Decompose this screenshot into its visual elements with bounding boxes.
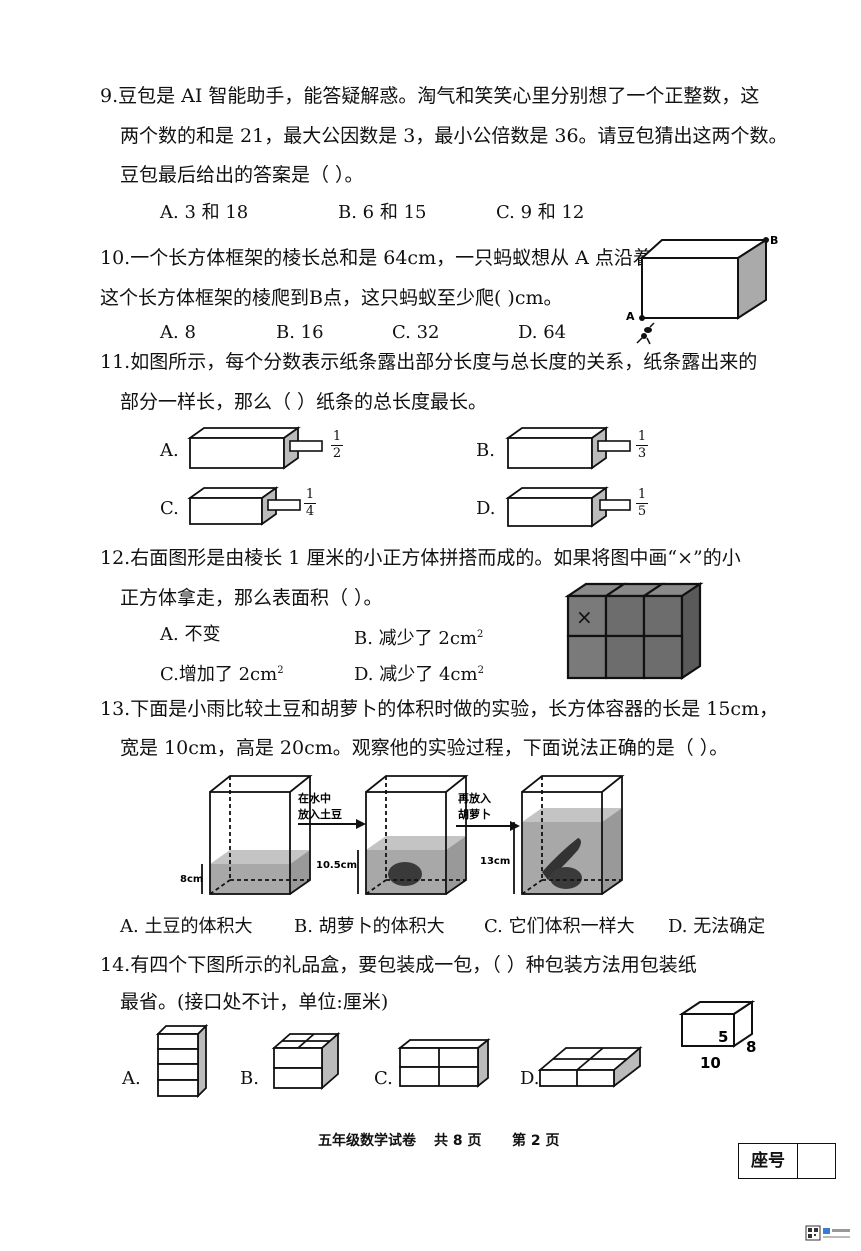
- q11-option-c-label: C.: [160, 498, 179, 519]
- q14-option-a-label: A.: [122, 1068, 141, 1089]
- q12-option-b: B. 减少了 2cm2: [354, 628, 484, 649]
- q11-option-d-label: D.: [476, 498, 496, 519]
- container-2: 10.5cm: [316, 775, 469, 895]
- experiment-figure: 8cm 在水中 放入土豆 10.5cm 再放入 胡萝卜: [180, 775, 625, 895]
- q11-line-2: 部分一样长，那么（ ）纸条的总长度最长。: [120, 391, 488, 413]
- carrot-icon: [542, 838, 581, 880]
- q9-line-2: 两个数的和是 21，最大公因数是 3，最小公倍数是 36。请豆包猜出这两个数。: [120, 125, 788, 147]
- point-b-label: B: [770, 234, 778, 247]
- q10-line-2: 这个长方体框架的棱爬到B点，这只蚂蚁至少爬( )cm。: [100, 287, 563, 309]
- footer-total-pages: 共 8 页: [434, 1133, 482, 1149]
- q9-option-b: B. 6 和 15: [338, 202, 427, 223]
- seat-label: 座号: [739, 1144, 798, 1178]
- q9-line-1: 9.豆包是 AI 智能助手，能答疑解惑。淘气和笑笑心里分别想了一个正整数，这: [100, 85, 760, 107]
- gift-box-figure: 5 8 10: [678, 1000, 756, 1072]
- q10-option-d: D. 64: [518, 322, 567, 343]
- dim-width: 8: [746, 1038, 756, 1056]
- svg-text:放入土豆: 放入土豆: [297, 807, 342, 821]
- dim-length: 10: [700, 1054, 721, 1072]
- q14-option-b-label: B.: [240, 1068, 259, 1089]
- svg-text:在水中: 在水中: [298, 791, 331, 805]
- water-height-2: 10.5cm: [316, 860, 357, 871]
- cuboid-frame-figure: B A: [626, 234, 778, 345]
- package-b: [271, 1032, 341, 1090]
- dim-height: 5: [718, 1028, 728, 1046]
- paper-strip-d: [505, 486, 631, 528]
- q12-option-c: C.增加了 2cm2: [160, 664, 284, 685]
- cube-stack-figure: ×: [564, 581, 704, 681]
- ant-icon: [636, 322, 655, 345]
- potato-icon: [388, 862, 422, 886]
- x-mark: ×: [576, 605, 593, 629]
- q12-line-2: 正方体拿走，那么表面积（ ）。: [120, 587, 383, 609]
- q12-line-1: 12.右面图形是由棱长 1 厘米的小正方体拼搭而成的。如果将图中画“×”的小: [100, 547, 741, 569]
- footer-title: 五年级数学试卷: [318, 1133, 416, 1149]
- q11-option-b-label: B.: [476, 440, 495, 461]
- q9-line-3: 豆包最后给出的答案是（ ）。: [120, 164, 364, 186]
- q13-option-c: C. 它们体积一样大: [484, 916, 635, 937]
- q13-option-b: B. 胡萝卜的体积大: [294, 916, 445, 937]
- qr-watermark-icon: [805, 1225, 850, 1241]
- paper-strip-a: [187, 426, 323, 470]
- seat-number-box: 座号: [738, 1143, 836, 1179]
- q12-option-a: A. 不变: [160, 624, 221, 645]
- footer-page-number: 第 2 页: [512, 1133, 560, 1149]
- container-3: 13cm: [480, 775, 625, 895]
- q10-option-c: C. 32: [392, 322, 440, 343]
- container-1: 8cm: [180, 775, 313, 895]
- water-height-3: 13cm: [480, 856, 510, 867]
- svg-text:再放入: 再放入: [458, 791, 491, 805]
- q13-option-d: D. 无法确定: [668, 916, 766, 937]
- package-c: [397, 1038, 491, 1088]
- q14-option-d-label: D.: [520, 1068, 540, 1089]
- q14-line-2: 最省。(接口处不计，单位:厘米): [120, 991, 389, 1013]
- q9-option-c: C. 9 和 12: [496, 202, 585, 223]
- q11-line-1: 11.如图所示，每个分数表示纸条露出部分长度与总长度的关系，纸条露出来的: [100, 351, 758, 373]
- q12-option-d: D. 减少了 4cm2: [354, 664, 484, 685]
- point-a-label: A: [626, 310, 635, 323]
- q14-line-1: 14.有四个下图所示的礼品盒，要包装成一包，（ ）种包装方法用包装纸: [100, 954, 697, 976]
- q10-option-b: B. 16: [276, 322, 324, 343]
- q13-option-a: A. 土豆的体积大: [120, 916, 253, 937]
- paper-strip-b: [505, 426, 631, 470]
- package-d: [537, 1046, 643, 1088]
- arrow-2: 再放入 胡萝卜: [456, 791, 520, 831]
- paper-strip-c: [187, 486, 301, 526]
- package-a: [155, 1023, 209, 1099]
- arrow-1: 在水中 放入土豆: [297, 791, 366, 829]
- q10-option-a: A. 8: [160, 322, 196, 343]
- q11-option-a-label: A.: [160, 440, 179, 461]
- q9-option-a: A. 3 和 18: [160, 202, 249, 223]
- potato-icon-2: [550, 867, 582, 889]
- q13-line-1: 13.下面是小雨比较土豆和胡萝卜的体积时做的实验，长方体容器的长是 15cm，: [100, 698, 779, 720]
- q14-option-c-label: C.: [374, 1068, 393, 1089]
- q13-line-2: 宽是 10cm，高是 20cm。观察他的实验过程，下面说法正确的是（ ）。: [120, 737, 729, 759]
- q10-line-1: 10.一个长方体框架的棱长总和是 64cm，一只蚂蚁想从 A 点沿着: [100, 247, 652, 269]
- seat-number-field[interactable]: [798, 1144, 835, 1178]
- water-height-1: 8cm: [180, 874, 203, 885]
- svg-text:胡萝卜: 胡萝卜: [458, 807, 491, 821]
